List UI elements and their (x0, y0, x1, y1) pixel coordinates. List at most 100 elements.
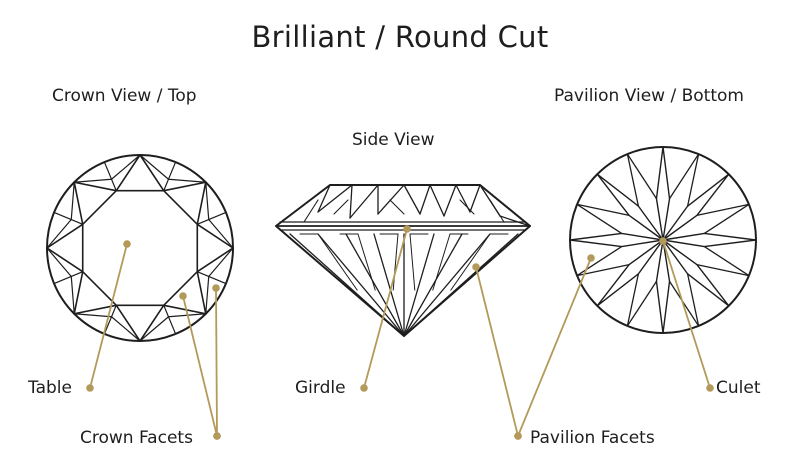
side-crown-facet-edge (429, 184, 445, 217)
leader-table-dot (86, 384, 94, 392)
pavilion-lower-girdle-edge (668, 280, 700, 327)
crown-upper-girdle-edge (196, 271, 227, 285)
side-crown-facet-edge (469, 184, 481, 213)
crown-girdle-facet-edge (139, 316, 170, 342)
crown-girdle-facet-edge (70, 275, 75, 315)
crown-star-facet-edge (196, 247, 234, 273)
pavilion-lower-girdle-edge (703, 245, 750, 277)
side-crown-facet-edge (499, 215, 531, 227)
side-pavilion-facet-edge (345, 233, 405, 337)
page-title: Brilliant / Round Cut (251, 20, 549, 54)
leader-culet-dot (706, 384, 714, 392)
leader-pavilion-facet-b-dot (587, 254, 595, 262)
crown-star-facet-edge (196, 223, 234, 249)
crown-star-facet-edge (73, 270, 84, 315)
side-view-drawing (275, 184, 531, 337)
crown-upper-girdle-edge (53, 211, 84, 225)
side-crown-facet-edge (419, 184, 431, 215)
side-crown-facet-edge (303, 199, 319, 223)
pavilion-lower-girdle-edge (686, 273, 700, 327)
leader-table (89, 243, 128, 389)
pavilion-main-facet (596, 239, 664, 307)
leader-crown-facet-b-dot (212, 284, 220, 292)
callout-table: Table (28, 378, 72, 398)
side-pavilion-facet-edge (432, 233, 451, 291)
crown-girdle-facet-edge (208, 247, 234, 278)
crown-upper-girdle-edge (163, 161, 177, 192)
side-crown-facet-edge (389, 199, 405, 215)
leader-crown-facet-a (182, 295, 218, 437)
side-pavilion-facet-edge (392, 233, 399, 291)
pavilion-lower-girdle-edge (626, 153, 640, 207)
pavilion-lower-girdle-edge (576, 263, 630, 277)
crown-girdle-facet-edge (70, 181, 75, 221)
side-crown-facet-edge (317, 184, 353, 213)
crown-view-label: Crown View / Top (52, 86, 197, 106)
side-pavilion-facet-edge (317, 233, 405, 337)
side-crown-facet-edge (333, 199, 349, 215)
crown-girdle-facet-edge (73, 313, 113, 318)
pavilion-lower-girdle-edge (703, 203, 750, 235)
crown-girdle-facet-edge (110, 154, 141, 180)
pavilion-lower-girdle-edge (576, 203, 630, 217)
crown-upper-girdle-edge (196, 211, 227, 225)
pavilion-lower-girdle-edge (576, 245, 623, 277)
side-outline (275, 184, 531, 337)
pavilion-main-facet (655, 239, 671, 334)
crown-girdle-facet-edge (167, 178, 207, 183)
crown-girdle-facet-edge (46, 218, 72, 249)
side-crown-facet-edge (377, 184, 405, 215)
callout-leaders (86, 225, 714, 440)
pavilion-lower-girdle-edge (626, 273, 640, 327)
leader-girdle-dot (403, 225, 411, 233)
side-pavilion-facet-edge (403, 233, 463, 337)
crown-star-facet-edge (73, 181, 84, 226)
leader-pavilion-facet-b (517, 257, 592, 437)
pavilion-lower-girdle-edge (626, 153, 658, 200)
side-view-label: Side View (352, 130, 435, 150)
crown-girdle-facet-edge (110, 316, 141, 342)
pavilion-main-facet (662, 232, 757, 248)
side-pavilion-facet-edge (403, 233, 519, 337)
crown-star-facet-edge (162, 304, 207, 315)
pavilion-main-facet (655, 146, 671, 241)
crown-girdle-facet-edge (205, 275, 210, 315)
callout-pavilion-facets: Pavilion Facets (530, 428, 655, 448)
pavilion-lower-girdle-edge (626, 280, 658, 327)
leader-pavilion-facet-a (475, 266, 519, 437)
pavilion-view-drawing (569, 146, 757, 334)
pavilion-lower-girdle-edge (696, 203, 750, 217)
crown-table-octagon (81, 189, 199, 307)
pavilion-lower-girdle-edge (696, 263, 750, 277)
side-crown-facet-edge (459, 199, 475, 215)
side-crown-facet-edge (275, 184, 331, 227)
side-crown-facet-edge (317, 184, 331, 213)
side-crown-facet-edge (349, 184, 353, 219)
callout-culet: Culet (716, 378, 761, 398)
crown-girdle-facet-edge (46, 247, 72, 278)
pavilion-main-facet (662, 239, 730, 307)
side-pavilion-facet-edge (409, 233, 416, 291)
crown-girdle-facet-edge (205, 181, 210, 221)
side-crown-facet-edge (489, 199, 505, 223)
crown-view-drawing (46, 154, 234, 342)
crown-upper-girdle-edge (103, 304, 117, 335)
leader-crown-facet-b (215, 287, 218, 437)
side-pavilion-facet-edge (403, 233, 491, 337)
crown-girdle-facet-edge (73, 178, 113, 183)
callout-crown-facets: Crown Facets (80, 428, 193, 448)
leader-crown-facet-b-dot (213, 432, 221, 440)
side-pavilion-facet-edge (403, 233, 435, 337)
leader-table-dot (123, 240, 131, 248)
crown-star-facet-edge (162, 181, 207, 192)
crown-girdle-facet-edge (139, 154, 170, 180)
callout-girdle: Girdle (295, 378, 346, 398)
pavilion-lower-girdle-edge (668, 153, 700, 200)
side-pavilion-facet-edge (450, 233, 491, 291)
leader-pavilion-facet-a-dot (472, 263, 480, 271)
crown-star-facet-edge (115, 154, 141, 192)
leader-culet (662, 240, 711, 389)
side-pavilion-facet-edge (373, 233, 405, 337)
crown-star-facet-edge (115, 304, 141, 342)
